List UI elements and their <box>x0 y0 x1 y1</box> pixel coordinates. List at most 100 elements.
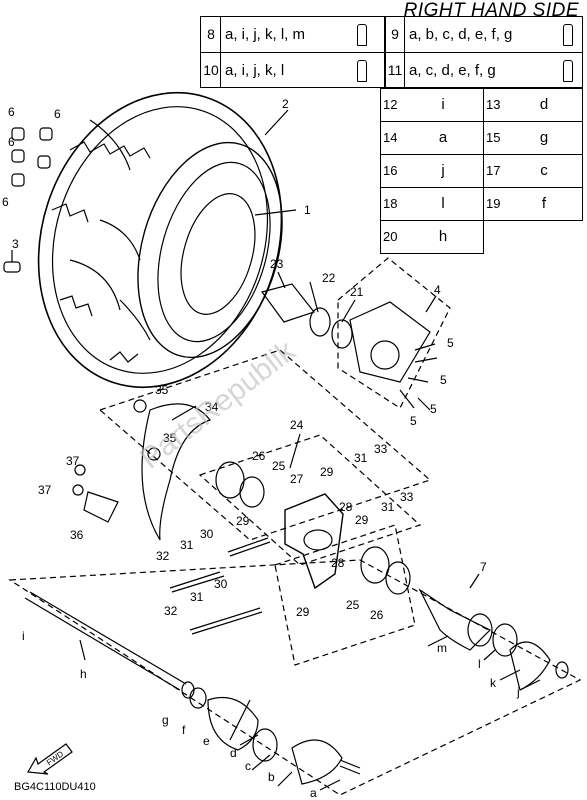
callout-2: 2 <box>282 97 289 111</box>
callout-31: 31 <box>381 500 395 514</box>
callout-22: 22 <box>322 271 336 285</box>
forward-arrow-icon: FWD <box>26 738 76 781</box>
grid-number: 19 <box>486 196 501 211</box>
callout-30: 30 <box>214 577 228 591</box>
lubricant-legend-table: 8 a, i, j, k, l, m 9 a, b, c, d, e, f, g… <box>200 16 583 88</box>
callout-37: 37 <box>38 483 52 497</box>
grid-value: d <box>539 96 549 113</box>
callout-29: 29 <box>320 465 334 479</box>
callout-b: b <box>268 770 275 784</box>
knuckle <box>284 493 344 590</box>
watermark: PartsRepublik <box>134 334 302 476</box>
legend-text: a, i, j, k, l, m <box>225 26 306 43</box>
grid-number: 12 <box>383 97 398 112</box>
callout-27: 27 <box>290 472 304 486</box>
grid-number: 15 <box>486 130 501 145</box>
grid-value: a <box>438 129 448 146</box>
callout-h: h <box>80 667 87 681</box>
grid-number: 18 <box>383 196 398 211</box>
callout-3: 3 <box>12 237 19 251</box>
callout-31: 31 <box>190 590 204 604</box>
lubricant-grid: 12 i 13 d 14 a 15 g 16 j 17 c 18 l 19 f <box>380 88 583 260</box>
callout-5: 5 <box>440 373 447 387</box>
grease-tube-icon <box>357 24 367 46</box>
callout-6: 6 <box>8 105 15 119</box>
callout-k: k <box>490 676 497 690</box>
callout-1: 1 <box>304 203 311 217</box>
drive-shaft <box>24 588 569 785</box>
callout-37: 37 <box>66 454 80 468</box>
callout-26: 26 <box>370 608 384 622</box>
callout-30: 30 <box>200 527 214 541</box>
callout-29: 29 <box>296 605 310 619</box>
grid-number: 16 <box>383 163 398 178</box>
callout-f: f <box>182 723 186 737</box>
callout-21: 21 <box>350 285 364 299</box>
tire <box>37 91 283 389</box>
grid-number: 17 <box>486 163 501 178</box>
callout-g: g <box>162 713 169 727</box>
legend-text: a, i, j, k, l <box>225 62 285 79</box>
callout-32: 32 <box>164 604 178 618</box>
grid-value: l <box>441 195 445 212</box>
grease-tube-icon <box>563 24 573 46</box>
legend-number: 10 <box>203 62 219 78</box>
callout-6: 6 <box>2 195 9 209</box>
lug-nuts <box>3 127 53 273</box>
callout-31: 31 <box>180 538 194 552</box>
page-title: RIGHT HAND SIDE <box>403 0 579 21</box>
callout-6: 6 <box>8 135 15 149</box>
legend-number: 9 <box>391 26 399 42</box>
grid-value: f <box>541 195 547 212</box>
legend-number: 11 <box>387 62 403 78</box>
callout-e: e <box>203 734 210 748</box>
callout-4: 4 <box>434 283 441 297</box>
callout-31: 31 <box>354 451 368 465</box>
grid-cell: 20 h <box>380 220 484 254</box>
callout-26: 26 <box>252 449 266 463</box>
callout-34: 34 <box>205 400 219 414</box>
callout-l: l <box>478 657 481 671</box>
callout-29: 29 <box>355 513 369 527</box>
callout-c: c <box>245 759 251 773</box>
callout-29: 29 <box>236 514 250 528</box>
callout-36: 36 <box>70 528 84 542</box>
legend-text: a, c, d, e, f, g <box>409 62 496 79</box>
callout-5: 5 <box>430 402 437 416</box>
grease-tube-icon <box>563 60 573 82</box>
callout-j: j <box>516 685 520 699</box>
callout-5: 5 <box>447 336 454 350</box>
callout-28: 28 <box>339 500 353 514</box>
grid-value: j <box>441 162 445 179</box>
brake-disc <box>141 403 211 541</box>
callout-35: 35 <box>155 383 169 397</box>
callout-28: 28 <box>331 556 345 570</box>
callout-33: 33 <box>374 442 388 456</box>
callout-23: 23 <box>270 257 284 271</box>
callout-35: 35 <box>163 431 177 445</box>
legend-row: 10 a, i, j, k, l 11 a, c, d, e, f, g <box>201 53 582 88</box>
callout-32: 32 <box>156 549 170 563</box>
callout-24: 24 <box>290 418 304 432</box>
grid-number: 13 <box>486 97 501 112</box>
callout-a: a <box>310 786 317 800</box>
callout-m: m <box>437 641 447 655</box>
legend-text: a, b, c, d, e, f, g <box>409 26 513 43</box>
grease-tube-icon <box>357 60 367 82</box>
callout-25: 25 <box>272 459 286 473</box>
grid-value: h <box>438 228 448 245</box>
grid-value: c <box>540 162 548 179</box>
callout-7: 7 <box>480 560 487 574</box>
callout-25: 25 <box>346 598 360 612</box>
legend-number: 8 <box>207 26 215 42</box>
wheel-rim <box>137 141 283 359</box>
grid-value: i <box>441 96 445 113</box>
grid-number: 14 <box>383 130 398 145</box>
callout-d: d <box>230 746 237 760</box>
callout-i: i <box>22 629 25 643</box>
callout-6: 6 <box>54 107 61 121</box>
grid-value: g <box>539 129 549 146</box>
callout-5: 5 <box>410 414 417 428</box>
